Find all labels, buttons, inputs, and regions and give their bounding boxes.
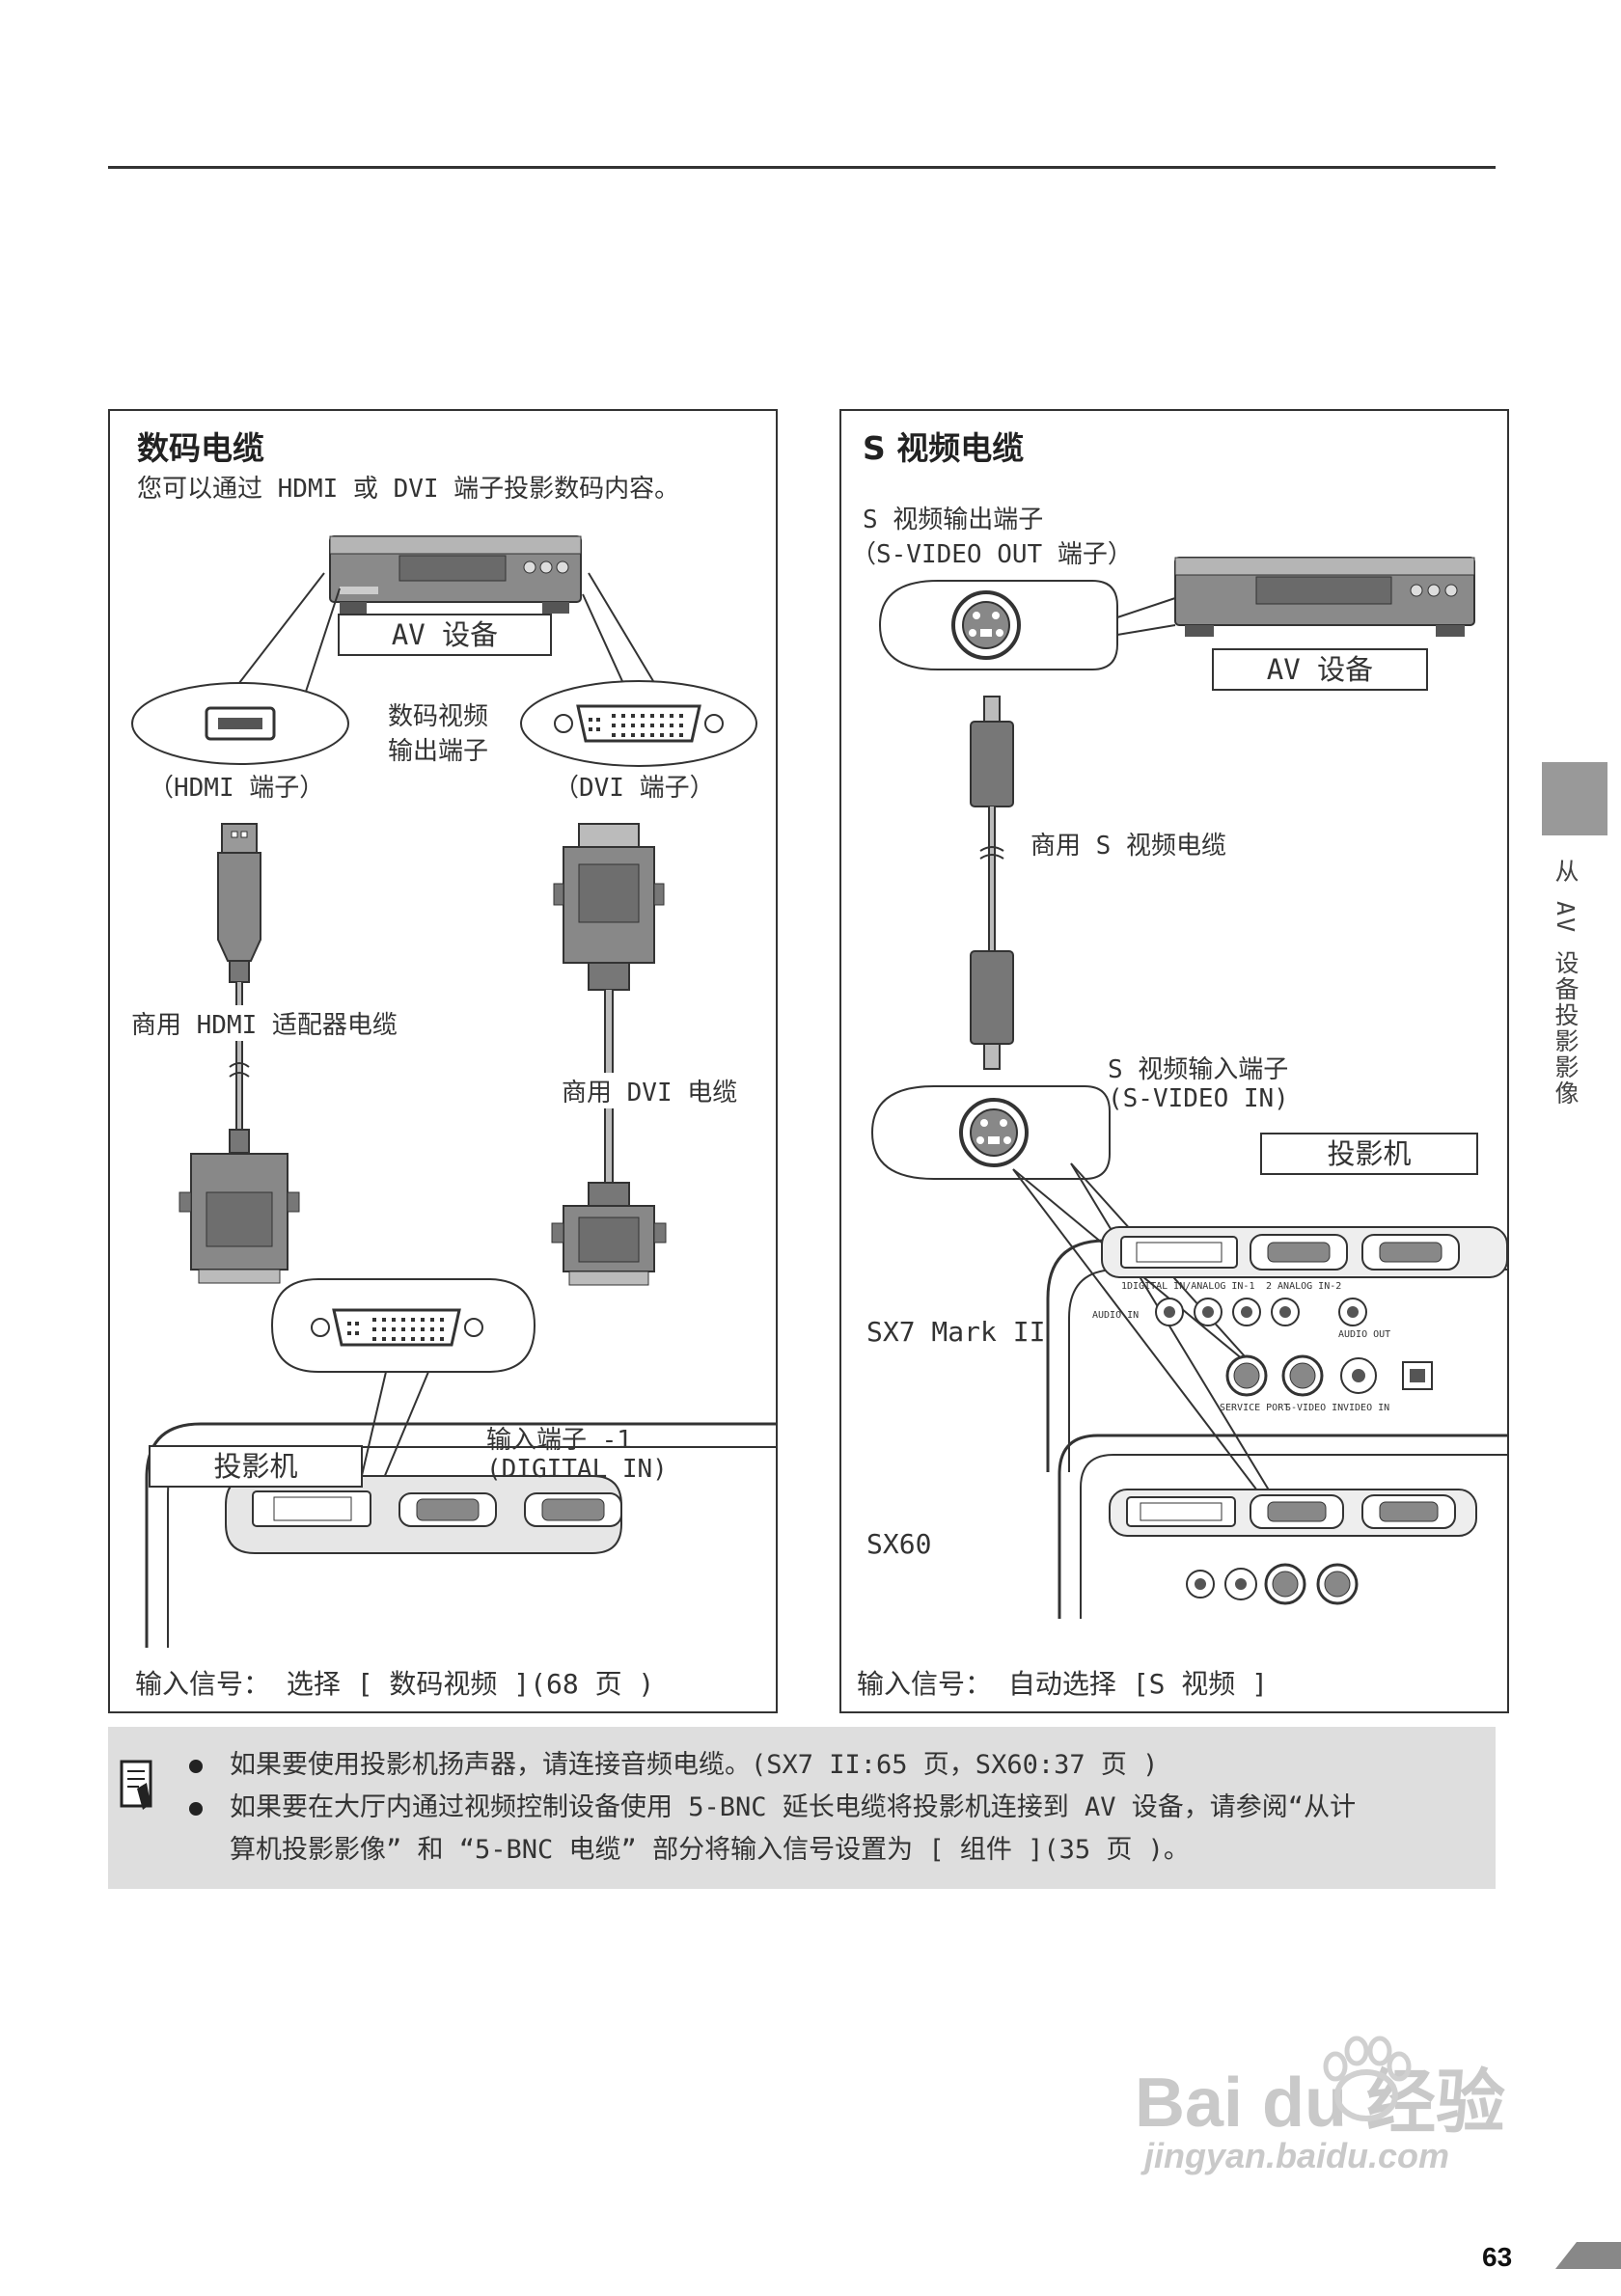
projector-label: 投影机 <box>149 1445 363 1488</box>
note-item-continued: 算机投影影像” 和 “5-BNC 电缆” 部分将输入信号设置为 [ 组件 ](3… <box>230 1835 1190 1865</box>
digital-output-label-1: 数码视频 <box>388 702 489 731</box>
svg-text:S-VIDEO IN: S-VIDEO IN <box>1285 1403 1343 1413</box>
hdmi-cable-label: 商用 HDMI 适配器电缆 <box>131 1005 398 1041</box>
model-sx7-label: SX7 Mark II <box>866 1316 1046 1348</box>
bullet-icon <box>189 1802 203 1816</box>
av-device-icon <box>329 535 582 614</box>
projector-label: 投影机 <box>1260 1133 1478 1175</box>
svg-text:SERVICE PORT: SERVICE PORT <box>1220 1403 1289 1413</box>
svg-text:AUDIO IN: AUDIO IN <box>1092 1310 1139 1321</box>
bullet-icon <box>189 1760 203 1773</box>
memo-icon <box>120 1760 152 1810</box>
digital-cable-panel: 数码电缆 您可以通过 HDMI 或 DVI 端子投影数码内容。 <box>108 409 778 1713</box>
projector-rear-panel <box>145 1422 776 1648</box>
paw-icon <box>1323 2036 1412 2121</box>
page-number: 63 <box>1482 2242 1513 2272</box>
header-rule <box>108 166 1496 169</box>
svideo-out-port-icon <box>878 580 1176 670</box>
dvi-cable-label: 商用 DVI 电缆 <box>562 1073 738 1108</box>
svideo-in-label-1: S 视频输入端子 <box>1108 1055 1289 1084</box>
svideo-cable-diagram: 1DIGITAL IN/ANALOG IN-1 2 ANALOG IN-2 AU… <box>870 557 1507 1619</box>
svideo-in-port-icon <box>870 1085 1111 1180</box>
dvi-terminal-label: （DVI 端子） <box>554 774 715 803</box>
section-tab <box>1542 762 1607 835</box>
svg-text:2 ANALOG IN-2: 2 ANALOG IN-2 <box>1266 1281 1341 1292</box>
av-device-icon <box>1174 557 1475 637</box>
svideo-out-label-1: S 视频输出端子 <box>863 506 1044 534</box>
svideo-cable-icon <box>970 696 1014 1070</box>
dvi-port-icon <box>520 680 757 767</box>
notes-box: 如果要使用投影机扬声器，请连接音频电缆。(SX7 II:65 页，SX60:37… <box>108 1727 1496 1889</box>
svg-text:VIDEO IN: VIDEO IN <box>1343 1403 1389 1413</box>
sx7-rear-panel: 1DIGITAL IN/ANALOG IN-1 2 ANALOG IN-2 AU… <box>1046 1226 1507 1472</box>
section-tab-label: 从 AV 设备投影影像 <box>1552 859 1580 1107</box>
av-device-label: AV 设备 <box>1212 648 1428 691</box>
baidu-watermark-logo: Bai du 经验 <box>1135 2064 1506 2142</box>
hdmi-cable-icon <box>179 823 300 1284</box>
hdmi-port-icon <box>131 682 349 765</box>
svideo-cable-panel: S 视频电缆 S 视频输出端子 （S-VIDEO OUT 端子） <box>839 409 1509 1713</box>
svg-text:AUDIO OUT: AUDIO OUT <box>1338 1329 1390 1340</box>
baidu-watermark-url: jingyan.baidu.com <box>1144 2136 1450 2175</box>
input-terminal-label-2: (DIGITAL IN) <box>486 1455 668 1484</box>
panel-title: S 视频电缆 <box>863 429 1025 467</box>
panel-subtitle: 您可以通过 HDMI 或 DVI 端子投影数码内容。 <box>137 475 680 504</box>
svideo-cable-label: 商用 S 视频电缆 <box>1030 832 1226 861</box>
svg-text:1DIGITAL IN/ANALOG IN-1: 1DIGITAL IN/ANALOG IN-1 <box>1121 1281 1254 1292</box>
panel-title: 数码电缆 <box>137 429 264 467</box>
input-signal-note: 输入信号： 自动选择 [S 视频 ] <box>857 1668 1269 1700</box>
av-device-label: AV 设备 <box>338 614 552 656</box>
svideo-out-label-2: （S-VIDEO OUT 端子） <box>851 540 1133 569</box>
dvi-cable-icon <box>551 823 667 1286</box>
note-item: 如果要使用投影机扬声器，请连接音频电缆。(SX7 II:65 页，SX60:37… <box>230 1750 1159 1780</box>
sx60-rear-panel <box>1058 1434 1507 1619</box>
dvi-input-port-icon <box>270 1278 536 1373</box>
digital-output-label-2: 输出端子 <box>388 737 489 766</box>
input-signal-note: 输入信号： 选择 [ 数码视频 ](68 页 ) <box>135 1668 655 1700</box>
input-terminal-label-1: 输入端子 -1 <box>486 1426 632 1455</box>
svideo-in-label-2: (S-VIDEO IN) <box>1108 1084 1289 1113</box>
page-corner-tab <box>1555 2242 1621 2269</box>
model-sx60-label: SX60 <box>866 1528 932 1560</box>
note-item: 如果要在大厅内通过视频控制设备使用 5-BNC 延长电缆将投影机连接到 AV 设… <box>230 1792 1357 1822</box>
hdmi-terminal-label: （HDMI 端子） <box>149 774 325 803</box>
digital-cable-diagram <box>131 535 776 1648</box>
